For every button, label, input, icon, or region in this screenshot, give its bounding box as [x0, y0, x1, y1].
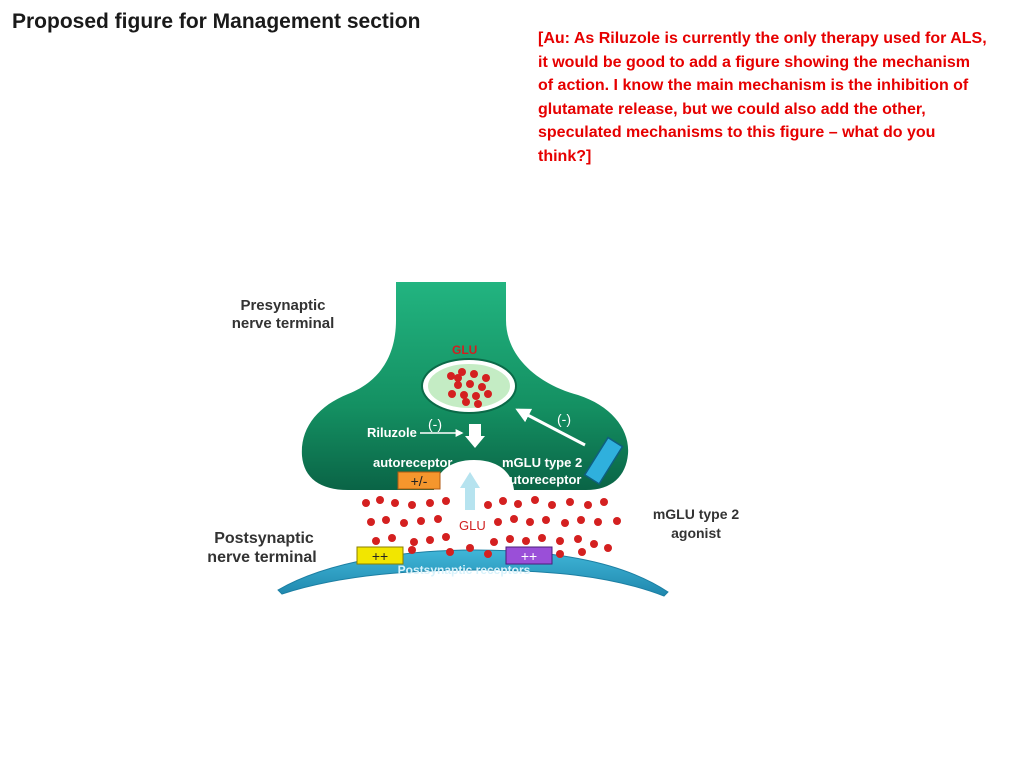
postsynaptic-label-line1: Postsynaptic	[214, 530, 314, 547]
author-query-note: [Au: As Riluzole is currently the only t…	[538, 30, 987, 165]
autoreceptor-label: autoreceptor	[373, 455, 452, 470]
glutamate-dot	[499, 497, 507, 505]
glutamate-dot	[447, 372, 455, 380]
glutamate-dot	[408, 546, 416, 554]
glutamate-dot	[600, 498, 608, 506]
glutamate-dot	[494, 518, 502, 526]
glutamate-dot	[561, 519, 569, 527]
glutamate-dot	[531, 496, 539, 504]
glutamate-dot	[426, 499, 434, 507]
glutamate-dot	[442, 533, 450, 541]
glutamate-dot	[454, 374, 462, 382]
glutamate-dot	[417, 517, 425, 525]
agonist-label-line1: mGLU type 2	[653, 506, 740, 522]
vesicle-glu-label: GLU	[452, 343, 477, 357]
glutamate-dot	[556, 537, 564, 545]
agonist-inhibition-arrow	[515, 408, 586, 447]
glutamate-dot	[484, 501, 492, 509]
mglu2-autoreceptor-label-line1: mGLU type 2	[502, 455, 582, 470]
glutamate-dot	[458, 368, 466, 376]
glutamate-dot	[490, 538, 498, 546]
glutamate-dot	[590, 540, 598, 548]
glutamate-dot	[460, 391, 468, 399]
riluzole-label: Riluzole	[367, 425, 417, 440]
glutamate-dot	[478, 383, 486, 391]
glutamate-dot	[506, 535, 514, 543]
riluzole-inhibit-sign: (-)	[428, 416, 442, 432]
slide-title: Proposed figure for Management section	[12, 10, 421, 33]
glutamate-dot	[594, 518, 602, 526]
release-block-arrow	[465, 424, 485, 448]
glutamate-dot	[542, 516, 550, 524]
mglu2-autoreceptor-label-line2: autoreceptor	[502, 472, 581, 487]
glutamate-dot	[466, 544, 474, 552]
vesicle-glutamate-dots	[447, 368, 492, 408]
glutamate-dot	[367, 518, 375, 526]
glutamate-dot	[484, 550, 492, 558]
glutamate-dot	[522, 537, 530, 545]
glutamate-dot	[584, 501, 592, 509]
glutamate-dot	[538, 534, 546, 542]
glutamate-dot	[613, 517, 621, 525]
glutamate-dot	[604, 544, 612, 552]
glutamate-dot	[454, 381, 462, 389]
glutamate-dot	[372, 537, 380, 545]
postsynaptic-receptor-2-sign: ++	[521, 548, 537, 564]
glutamate-dot	[388, 534, 396, 542]
autoreceptor-box	[397, 471, 441, 490]
glutamate-dot	[446, 548, 454, 556]
glutamate-dot	[410, 538, 418, 546]
postsynaptic-receptors-label: Postsynaptic receptors	[398, 563, 531, 577]
glutamate-dot	[362, 499, 370, 507]
glutamate-dot	[474, 400, 482, 408]
glutamate-dot	[391, 499, 399, 507]
postsynaptic-receptor-1	[356, 546, 404, 565]
glutamate-dot	[470, 370, 478, 378]
glutamate-release-arrow	[460, 472, 480, 510]
glutamate-dot	[482, 374, 490, 382]
glutamate-dot	[556, 550, 564, 558]
glutamate-dot	[448, 390, 456, 398]
glutamate-dot	[462, 398, 470, 406]
mglu2-receptor	[583, 436, 624, 485]
glutamate-dot	[566, 498, 574, 506]
glutamate-dot	[400, 519, 408, 527]
glutamate-dot	[548, 501, 556, 509]
glutamate-dot	[434, 515, 442, 523]
glutamate-dot	[510, 515, 518, 523]
glutamate-dot	[376, 496, 384, 504]
presynaptic-label-line2: nerve terminal	[232, 315, 335, 332]
glutamate-dot	[526, 518, 534, 526]
agonist-inhibit-sign: (-)	[557, 411, 571, 427]
postsynaptic-receptor-2	[505, 546, 553, 565]
synaptic-cleft-glutamate	[362, 496, 621, 558]
glutamate-dot	[578, 548, 586, 556]
glutamate-dot	[466, 380, 474, 388]
glutamate-dot	[382, 516, 390, 524]
glutamate-dot	[426, 536, 434, 544]
glutamate-dot	[442, 497, 450, 505]
glutamate-dot	[577, 516, 585, 524]
glutamate-dot	[484, 390, 492, 398]
agonist-label-line2: agonist	[671, 525, 721, 541]
autoreceptor-sign: +/-	[411, 473, 428, 489]
glutamate-dot	[408, 501, 416, 509]
presynaptic-label-line1: Presynaptic	[240, 297, 325, 314]
postsynaptic-label-line2: nerve terminal	[207, 549, 316, 566]
glutamate-dot	[574, 535, 582, 543]
glutamate-dot	[472, 392, 480, 400]
glutamate-dot	[514, 500, 522, 508]
cleft-glu-label: GLU	[459, 518, 486, 533]
postsynaptic-receptor-1-sign: ++	[372, 548, 388, 564]
